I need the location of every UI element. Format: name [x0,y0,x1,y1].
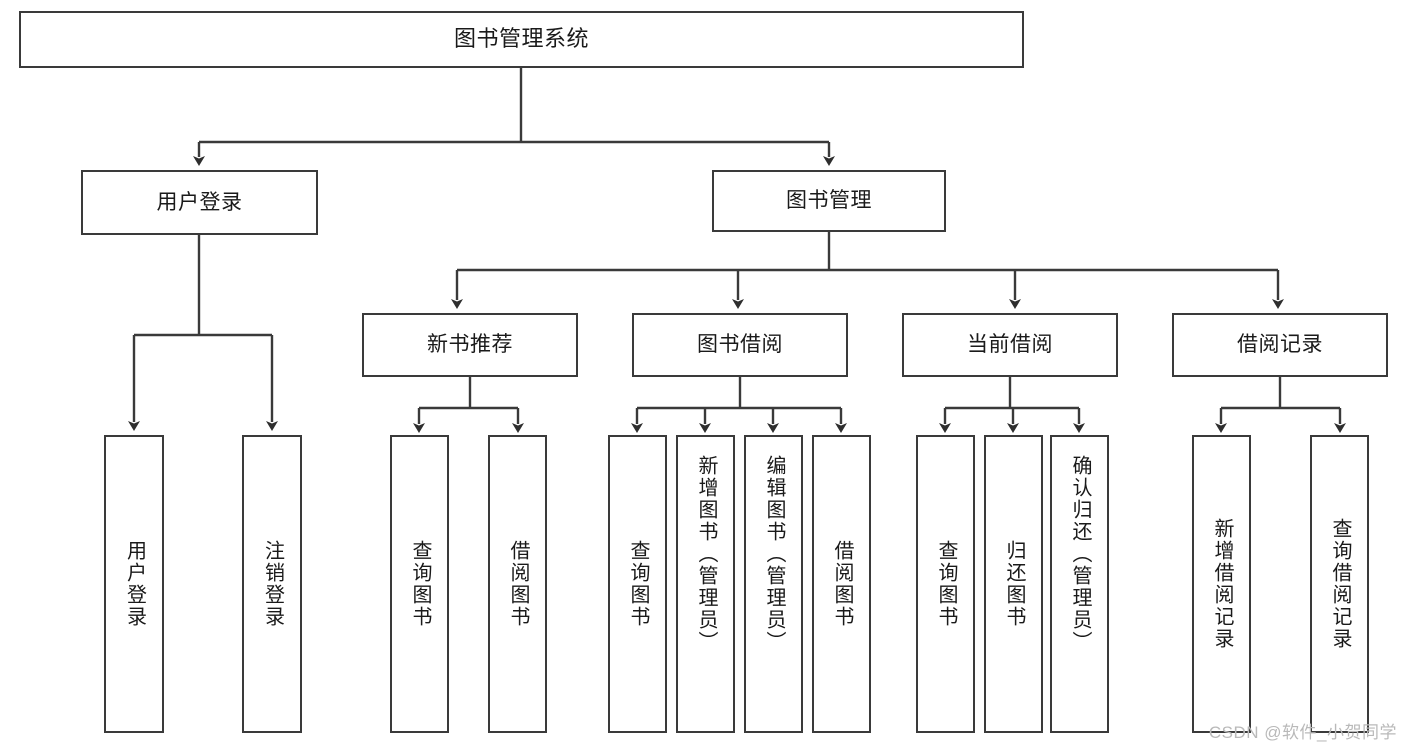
node-leaf-query-book-3[interactable]: 查询图书 [916,435,975,733]
node-leaf-user-login-label: 用户登录 [123,540,146,628]
node-new-book-recommend[interactable]: 新书推荐 [362,313,578,377]
node-leaf-query-book-1[interactable]: 查询图书 [390,435,449,733]
watermark-text: CSDN @软件_小贺同学 [1208,723,1397,742]
node-book-borrow-label: 图书借阅 [697,333,783,357]
node-leaf-edit-book-label: 编辑图书（管理员） [763,455,785,653]
node-leaf-return-book-label: 归还图书 [1003,540,1025,628]
node-user-login[interactable]: 用户登录 [81,170,318,235]
node-borrow-record[interactable]: 借阅记录 [1172,313,1388,377]
node-leaf-edit-book[interactable]: 编辑图书（管理员） [744,435,803,733]
node-leaf-user-login[interactable]: 用户登录 [104,435,164,733]
node-leaf-logout-login-label: 注销登录 [261,540,284,628]
node-leaf-borrow-book-1[interactable]: 借阅图书 [488,435,547,733]
node-leaf-confirm-return-label: 确认归还（管理员） [1069,455,1091,653]
node-user-login-label: 用户登录 [156,190,243,214]
node-new-book-recommend-label: 新书推荐 [427,333,513,357]
node-current-borrow[interactable]: 当前借阅 [902,313,1118,377]
node-root-label: 图书管理系统 [453,26,589,52]
node-book-manage[interactable]: 图书管理 [712,170,946,232]
node-current-borrow-label: 当前借阅 [967,333,1053,357]
node-leaf-query-book-2-label: 查询图书 [627,540,649,628]
node-book-borrow[interactable]: 图书借阅 [632,313,848,377]
node-borrow-record-label: 借阅记录 [1237,333,1323,357]
node-leaf-borrow-book-2[interactable]: 借阅图书 [812,435,871,733]
node-leaf-borrow-book-2-label: 借阅图书 [831,540,853,628]
node-leaf-borrow-book-1-label: 借阅图书 [507,540,529,628]
node-leaf-add-record-label: 新增借阅记录 [1211,518,1233,650]
node-leaf-query-book-2[interactable]: 查询图书 [608,435,667,733]
node-leaf-add-book[interactable]: 新增图书（管理员） [676,435,735,733]
node-root[interactable]: 图书管理系统 [19,11,1024,68]
node-leaf-logout-login[interactable]: 注销登录 [242,435,302,733]
node-leaf-query-record[interactable]: 查询借阅记录 [1310,435,1369,733]
node-leaf-query-book-1-label: 查询图书 [409,540,431,628]
node-leaf-add-book-label: 新增图书（管理员） [695,455,717,653]
node-leaf-confirm-return[interactable]: 确认归还（管理员） [1050,435,1109,733]
node-leaf-query-book-3-label: 查询图书 [935,540,957,628]
node-book-manage-label: 图书管理 [786,189,872,213]
node-leaf-return-book[interactable]: 归还图书 [984,435,1043,733]
node-leaf-query-record-label: 查询借阅记录 [1329,518,1351,650]
node-leaf-add-record[interactable]: 新增借阅记录 [1192,435,1251,733]
